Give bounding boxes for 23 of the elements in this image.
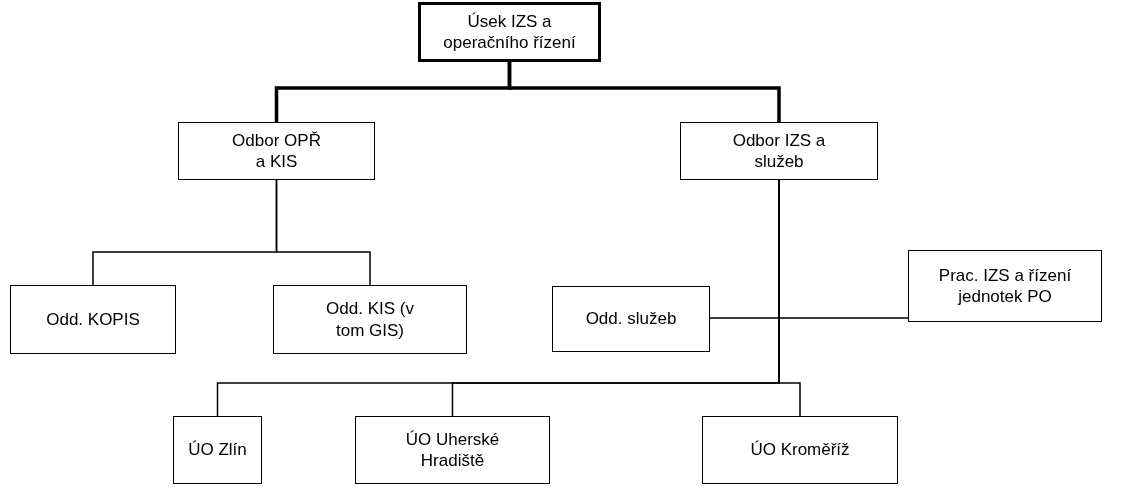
connector-line xyxy=(507,62,781,122)
org-unit-box xyxy=(10,285,176,354)
org-unit-box xyxy=(680,122,878,180)
org-unit-box xyxy=(552,286,710,352)
org-unit-box xyxy=(173,416,262,484)
org-unit-box xyxy=(908,250,1102,322)
connector-line xyxy=(275,179,371,286)
unit-name: ÚO Kroměříž xyxy=(749,439,851,461)
unit-name: Odbor OPŘ a KIS xyxy=(231,129,322,173)
org-unit-box xyxy=(273,285,467,354)
unit-name: Odd. KOPIS xyxy=(45,308,141,331)
connector-line xyxy=(778,179,801,417)
unit-name: ÚO Zlín xyxy=(187,439,248,461)
unit-name: Úsek IZS a operačního řízení xyxy=(442,10,577,54)
unit-name: ÚO Uherské Hradiště xyxy=(404,428,501,472)
unit-name: Prac. IZS a řízení jednotek PO xyxy=(937,264,1073,308)
org-unit-box xyxy=(418,2,601,62)
org-unit-box xyxy=(355,416,550,484)
unit-name: Odd. KIS (v tom GIS) xyxy=(325,298,415,341)
unit-name: Odbor IZS a služeb xyxy=(731,129,827,173)
org-unit-box xyxy=(178,122,375,180)
unit-name: Odd. služeb xyxy=(584,308,678,330)
org-unit-box xyxy=(702,416,898,484)
